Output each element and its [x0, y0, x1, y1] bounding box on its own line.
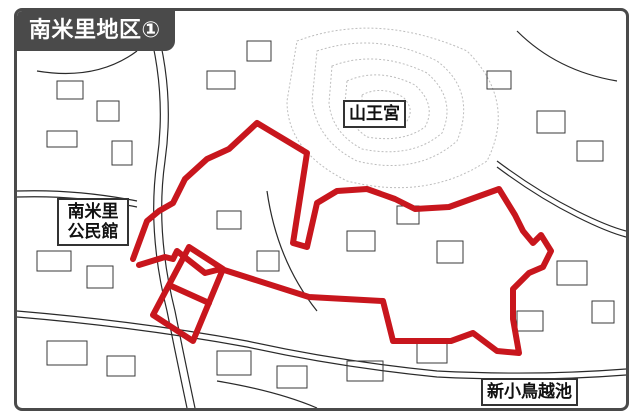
- sanno-shrine-label: 山王宮: [343, 100, 406, 128]
- community-hall-label-line1: 南米里: [67, 202, 119, 222]
- district-title: 南米里地区①: [17, 11, 175, 51]
- pond-label: 新小鳥越池: [481, 378, 578, 406]
- district-boundary: [130, 120, 554, 356]
- map-panel: 南米里地区① 山王宮 南米里 公民館 新小鳥越池: [14, 8, 629, 411]
- community-hall-label: 南米里 公民館: [57, 198, 129, 246]
- buildings: [36, 40, 615, 389]
- community-hall-label-line2: 公民館: [67, 222, 119, 242]
